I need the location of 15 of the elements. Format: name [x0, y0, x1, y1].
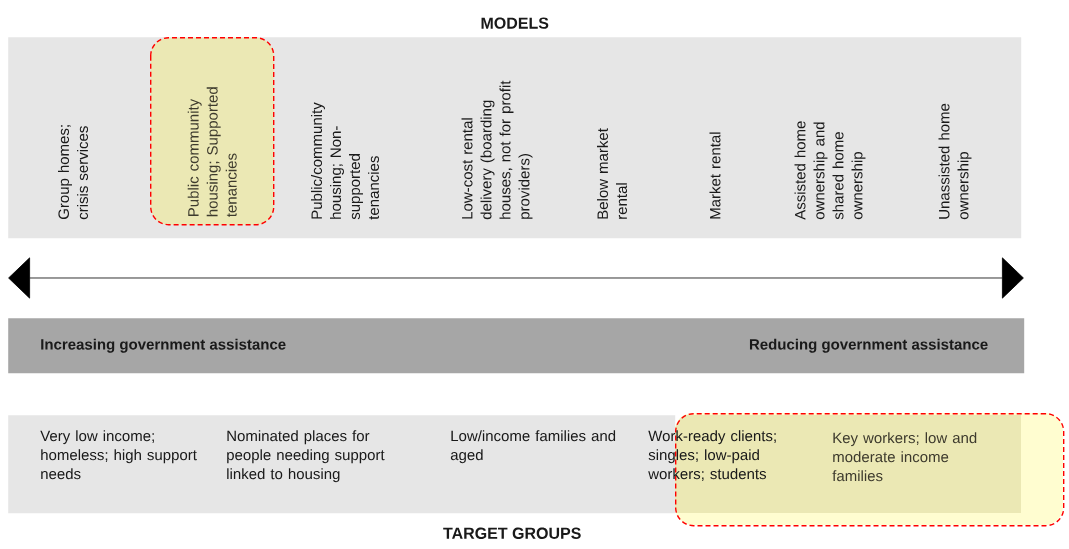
model-label: Public/community housing; Non-supported tenancies: [311, 102, 379, 220]
target-group-label: Low/income families and aged: [450, 430, 616, 464]
model-label: Below market rental: [597, 128, 627, 219]
model-label: Group homes; crisis services: [58, 125, 88, 220]
target-group-label: Work-ready clients; singles; low-paid workers; students: [648, 430, 776, 481]
target-group-label: Very low income; homeless; high support needs: [40, 430, 197, 480]
model-label: Unassisted home ownership: [938, 103, 972, 220]
target-group-label: Nominated places for people needing support linked to housing: [227, 430, 385, 483]
assistance-bar: Increasing government assistance Reducing government assistance: [8, 318, 1025, 374]
model-label: Assisted home ownership and shared home ownership: [794, 121, 866, 220]
model-label: Low-cost rental delivery (boarding houses, not for profit providers): [461, 80, 533, 220]
model-label: Market rental: [709, 132, 721, 219]
highlight-box: Public community housing; Supported tenancies: [150, 37, 275, 226]
node-label: TARGET GROUPS: [443, 527, 581, 539]
node-label: MODELS: [481, 17, 549, 29]
